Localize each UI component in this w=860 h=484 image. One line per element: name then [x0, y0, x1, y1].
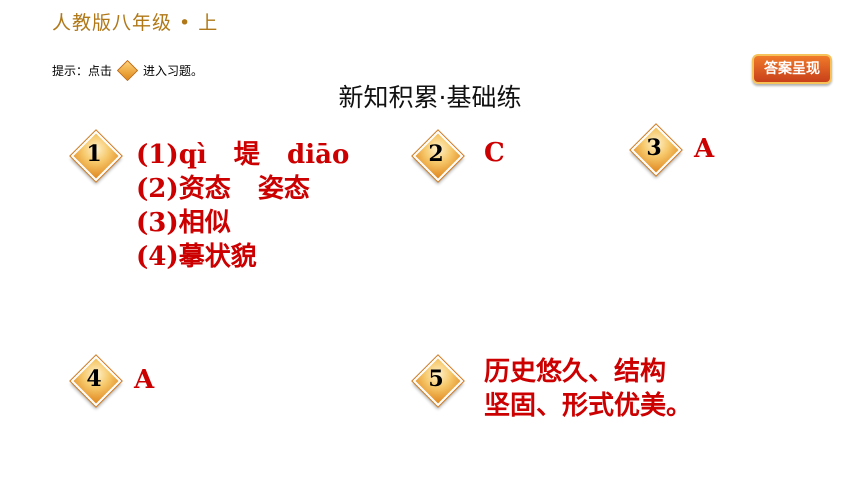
- answer-line: 坚固、形式优美。: [484, 391, 693, 421]
- grade-label: 人教版八年级 • 上: [52, 12, 219, 34]
- answer-line: (2)资态 姿态: [136, 174, 310, 204]
- question-badge-5[interactable]: 5: [412, 355, 464, 407]
- question-number: 3: [646, 135, 662, 161]
- question-badge-1[interactable]: 1: [70, 130, 122, 182]
- question-number: 4: [86, 366, 102, 392]
- answer-line: (1)qì 堤 diāo: [136, 140, 350, 170]
- answer-line: A: [694, 134, 715, 164]
- answer-4: A: [134, 363, 154, 397]
- question-badge-3[interactable]: 3: [630, 124, 682, 176]
- show-answers-button[interactable]: 答案呈现: [752, 54, 832, 84]
- answer-line: (4)摹状貌: [136, 242, 257, 272]
- question-number: 2: [428, 141, 444, 167]
- section-title: 新知积累·基础练: [338, 83, 522, 112]
- answer-2: C: [484, 136, 505, 170]
- question-number: 5: [428, 366, 444, 392]
- answer-line: A: [134, 365, 155, 395]
- answer-5: 历史悠久、结构 坚固、形式优美。: [484, 355, 692, 423]
- question-badge-2[interactable]: 2: [412, 130, 464, 182]
- question-number: 1: [86, 141, 102, 167]
- answer-3: A: [694, 132, 714, 166]
- hint-text: 提示：点击 进入习题。: [52, 59, 204, 82]
- question-badge-4[interactable]: 4: [70, 355, 122, 407]
- answer-1: (1)qì 堤 diāo (2)资态 姿态 (3)相似 (4)摹状貌: [136, 138, 349, 274]
- hint-suffix: 进入习题。: [143, 64, 204, 78]
- answer-line: C: [484, 138, 505, 168]
- answer-line: (3)相似: [136, 208, 231, 238]
- answer-line: 历史悠久、结构: [484, 357, 667, 387]
- hint-prefix: 提示：点击: [52, 64, 113, 78]
